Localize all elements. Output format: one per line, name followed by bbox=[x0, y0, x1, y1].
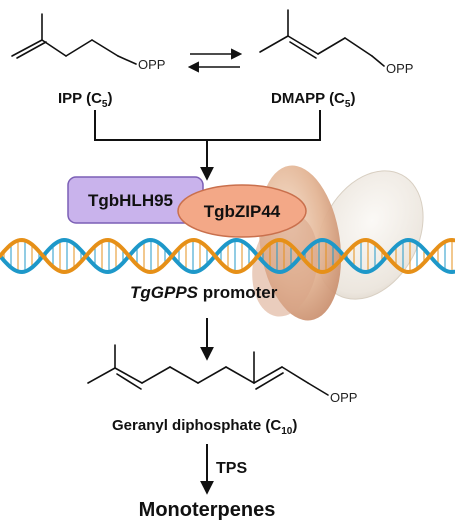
gpp-label: Geranyl diphosphate (C10) bbox=[112, 417, 297, 437]
dmapp-label: DMAPP (C5) bbox=[271, 90, 355, 110]
dna-helix bbox=[0, 238, 455, 274]
gpp-structure bbox=[87, 344, 329, 396]
ipp-opp-label: OPP bbox=[138, 57, 165, 72]
flower-petal-front bbox=[252, 213, 318, 317]
promoter-label: TgGPPS promoter bbox=[130, 283, 278, 302]
ipp-structure bbox=[11, 13, 137, 65]
ipp-label: IPP (C5) bbox=[58, 90, 112, 110]
monoterpenes-label: Monoterpenes bbox=[139, 499, 276, 521]
tgbhlh95-label: TgbHLH95 bbox=[88, 191, 173, 210]
dmapp-structure bbox=[259, 9, 385, 67]
promoter-gene-name: TgGPPS bbox=[130, 283, 199, 302]
tgbzip44-ellipse bbox=[177, 184, 307, 238]
dna-strand-orange bbox=[0, 238, 455, 274]
dna-strand-blue bbox=[0, 238, 455, 274]
gpp-opp-label: OPP bbox=[330, 390, 357, 405]
dmapp-opp-label: OPP bbox=[386, 61, 413, 76]
converge-connector bbox=[94, 110, 321, 141]
tgbzip44-label: TgbZIP44 bbox=[204, 202, 281, 221]
tps-label: TPS bbox=[216, 460, 247, 477]
